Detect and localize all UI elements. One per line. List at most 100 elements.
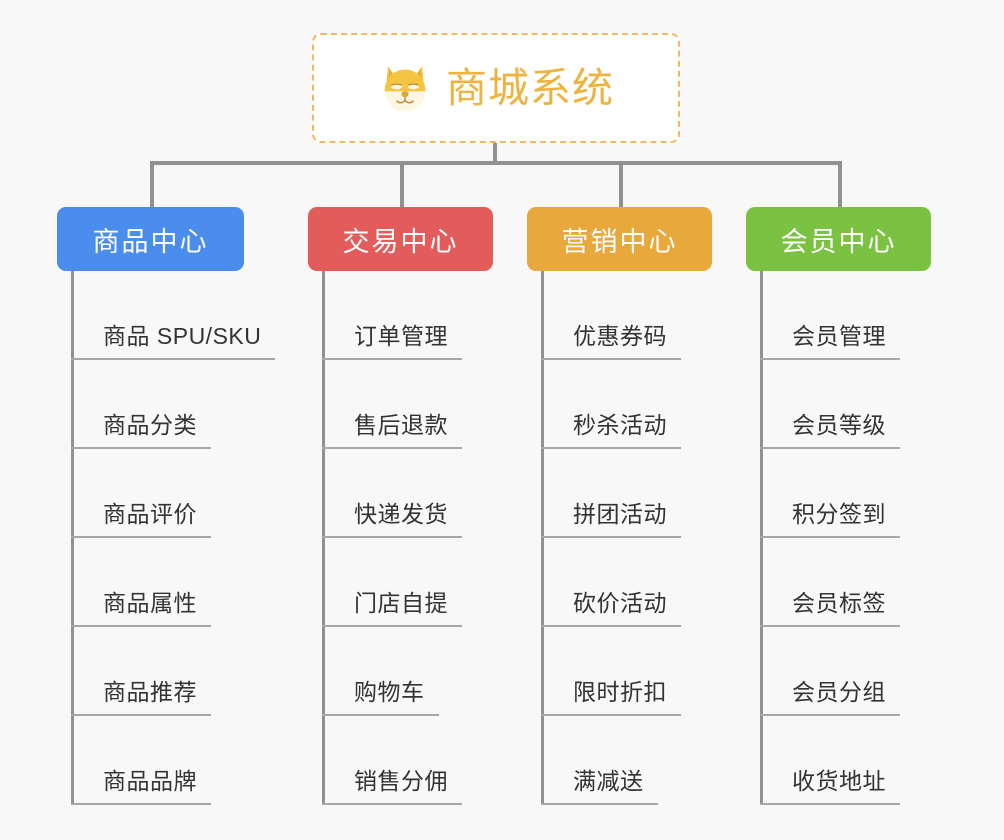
connector-root-stem — [493, 143, 497, 164]
leaf-item-underline: 商品属性 — [71, 588, 211, 627]
leaf-item-label: 拼团活动 — [573, 501, 667, 527]
leaf-item-label: 商品 SPU/SKU — [103, 323, 262, 349]
leaf-item-underline: 会员分组 — [760, 677, 900, 716]
leaf-item-label: 商品分类 — [103, 412, 197, 438]
leaf-item-underline: 商品推荐 — [71, 677, 211, 716]
leaf-item-label: 购物车 — [354, 679, 425, 705]
connector-trunk-1 — [71, 271, 74, 805]
leaf-item-underline: 门店自提 — [322, 588, 462, 627]
leaf-item[interactable]: 商品评价 — [57, 449, 244, 538]
leaf-item-label: 满减送 — [573, 768, 644, 794]
leaf-item[interactable]: 快递发货 — [308, 449, 493, 538]
leaf-item-underline: 砍价活动 — [541, 588, 681, 627]
leaf-item-underline: 订单管理 — [322, 321, 462, 360]
leaf-item-label: 订单管理 — [354, 323, 448, 349]
leaf-item-underline: 限时折扣 — [541, 677, 681, 716]
leaf-item-underline: 拼团活动 — [541, 499, 681, 538]
leaf-item-underline: 积分签到 — [760, 499, 900, 538]
leaf-item[interactable]: 商品推荐 — [57, 627, 244, 716]
leaf-item-label: 会员等级 — [792, 412, 886, 438]
connector-drop-1 — [150, 161, 154, 207]
leaf-item-label: 优惠券码 — [573, 323, 667, 349]
category-header-label: 会员中心 — [780, 226, 897, 257]
leaf-item[interactable]: 砍价活动 — [527, 538, 712, 627]
leaf-item[interactable]: 拼团活动 — [527, 449, 712, 538]
category-items-1: 商品 SPU/SKU 商品分类商品评价商品属性商品推荐商品品牌 — [57, 271, 276, 805]
leaf-item[interactable]: 售后退款 — [308, 360, 493, 449]
leaf-item-underline: 快递发货 — [322, 499, 462, 538]
connector-drop-4 — [838, 161, 842, 207]
leaf-item-label: 收货地址 — [792, 768, 886, 794]
leaf-item-label: 销售分佣 — [354, 768, 448, 794]
category-header-3[interactable]: 营销中心 — [527, 207, 712, 271]
leaf-item-label: 砍价活动 — [573, 590, 667, 616]
leaf-item-underline: 商品评价 — [71, 499, 211, 538]
leaf-item[interactable]: 积分签到 — [746, 449, 931, 538]
root-title: 商城系统 — [446, 64, 614, 111]
leaf-item[interactable]: 秒杀活动 — [527, 360, 712, 449]
leaf-item[interactable]: 商品 SPU/SKU — [57, 271, 276, 360]
leaf-item-label: 会员分组 — [792, 679, 886, 705]
leaf-item[interactable]: 会员管理 — [746, 271, 931, 360]
leaf-item[interactable]: 会员等级 — [746, 360, 931, 449]
leaf-item-label: 会员标签 — [792, 590, 886, 616]
leaf-item[interactable]: 商品分类 — [57, 360, 244, 449]
leaf-item[interactable]: 会员标签 — [746, 538, 931, 627]
connector-horizontal-bus — [150, 161, 838, 165]
leaf-item-underline: 会员标签 — [760, 588, 900, 627]
leaf-item-underline: 商品 SPU/SKU — [71, 321, 276, 360]
connector-trunk-4 — [760, 271, 763, 805]
root-node-shop-system[interactable]: 商城系统 — [312, 33, 680, 143]
leaf-item-underline: 售后退款 — [322, 410, 462, 449]
category-items-4: 会员管理会员等级积分签到会员标签会员分组收货地址 — [746, 271, 931, 805]
leaf-item[interactable]: 收货地址 — [746, 716, 931, 805]
category-column-3: 营销中心优惠券码秒杀活动拼团活动砍价活动限时折扣满减送 — [527, 207, 712, 805]
category-items-2: 订单管理售后退款快递发货门店自提购物车销售分佣 — [308, 271, 493, 805]
category-header-label: 营销中心 — [561, 226, 678, 257]
category-items-3: 优惠券码秒杀活动拼团活动砍价活动限时折扣满减送 — [527, 271, 712, 805]
leaf-item-underline: 会员管理 — [760, 321, 900, 360]
leaf-item-underline: 购物车 — [322, 677, 439, 716]
leaf-item-label: 秒杀活动 — [573, 412, 667, 438]
category-header-label: 交易中心 — [342, 226, 459, 257]
leaf-item[interactable]: 订单管理 — [308, 271, 493, 360]
category-column-1: 商品中心商品 SPU/SKU 商品分类商品评价商品属性商品推荐商品品牌 — [57, 207, 276, 805]
leaf-item-label: 商品评价 — [103, 501, 197, 527]
category-header-1[interactable]: 商品中心 — [57, 207, 244, 271]
leaf-item-label: 积分签到 — [792, 501, 886, 527]
leaf-item[interactable]: 商品品牌 — [57, 716, 244, 805]
leaf-item-label: 门店自提 — [354, 590, 448, 616]
connector-drop-2 — [400, 161, 404, 207]
leaf-item-underline: 优惠券码 — [541, 321, 681, 360]
connector-drop-3 — [619, 161, 623, 207]
leaf-item[interactable]: 限时折扣 — [527, 627, 712, 716]
leaf-item-label: 商品品牌 — [103, 768, 197, 794]
leaf-item[interactable]: 商品属性 — [57, 538, 244, 627]
leaf-item-label: 售后退款 — [354, 412, 448, 438]
leaf-item-underline: 商品分类 — [71, 410, 211, 449]
leaf-item-label: 商品推荐 — [103, 679, 197, 705]
leaf-item[interactable]: 满减送 — [527, 716, 712, 805]
category-column-2: 交易中心订单管理售后退款快递发货门店自提购物车销售分佣 — [308, 207, 493, 805]
leaf-item-underline: 秒杀活动 — [541, 410, 681, 449]
leaf-item-underline: 满减送 — [541, 766, 658, 805]
leaf-item-underline: 收货地址 — [760, 766, 900, 805]
category-header-label: 商品中心 — [92, 226, 209, 257]
leaf-item[interactable]: 购物车 — [308, 627, 493, 716]
shiba-dog-face-icon — [384, 66, 426, 112]
category-column-4: 会员中心会员管理会员等级积分签到会员标签会员分组收货地址 — [746, 207, 931, 805]
leaf-item[interactable]: 会员分组 — [746, 627, 931, 716]
connector-trunk-2 — [322, 271, 325, 805]
leaf-item[interactable]: 优惠券码 — [527, 271, 712, 360]
leaf-item[interactable]: 门店自提 — [308, 538, 493, 627]
leaf-item-label: 限时折扣 — [573, 679, 667, 705]
leaf-item-underline: 会员等级 — [760, 410, 900, 449]
category-header-2[interactable]: 交易中心 — [308, 207, 493, 271]
leaf-item-label: 会员管理 — [792, 323, 886, 349]
leaf-item-label: 快递发货 — [354, 501, 448, 527]
category-header-4[interactable]: 会员中心 — [746, 207, 931, 271]
leaf-item[interactable]: 销售分佣 — [308, 716, 493, 805]
leaf-item-label: 商品属性 — [103, 590, 197, 616]
connector-trunk-3 — [541, 271, 544, 805]
